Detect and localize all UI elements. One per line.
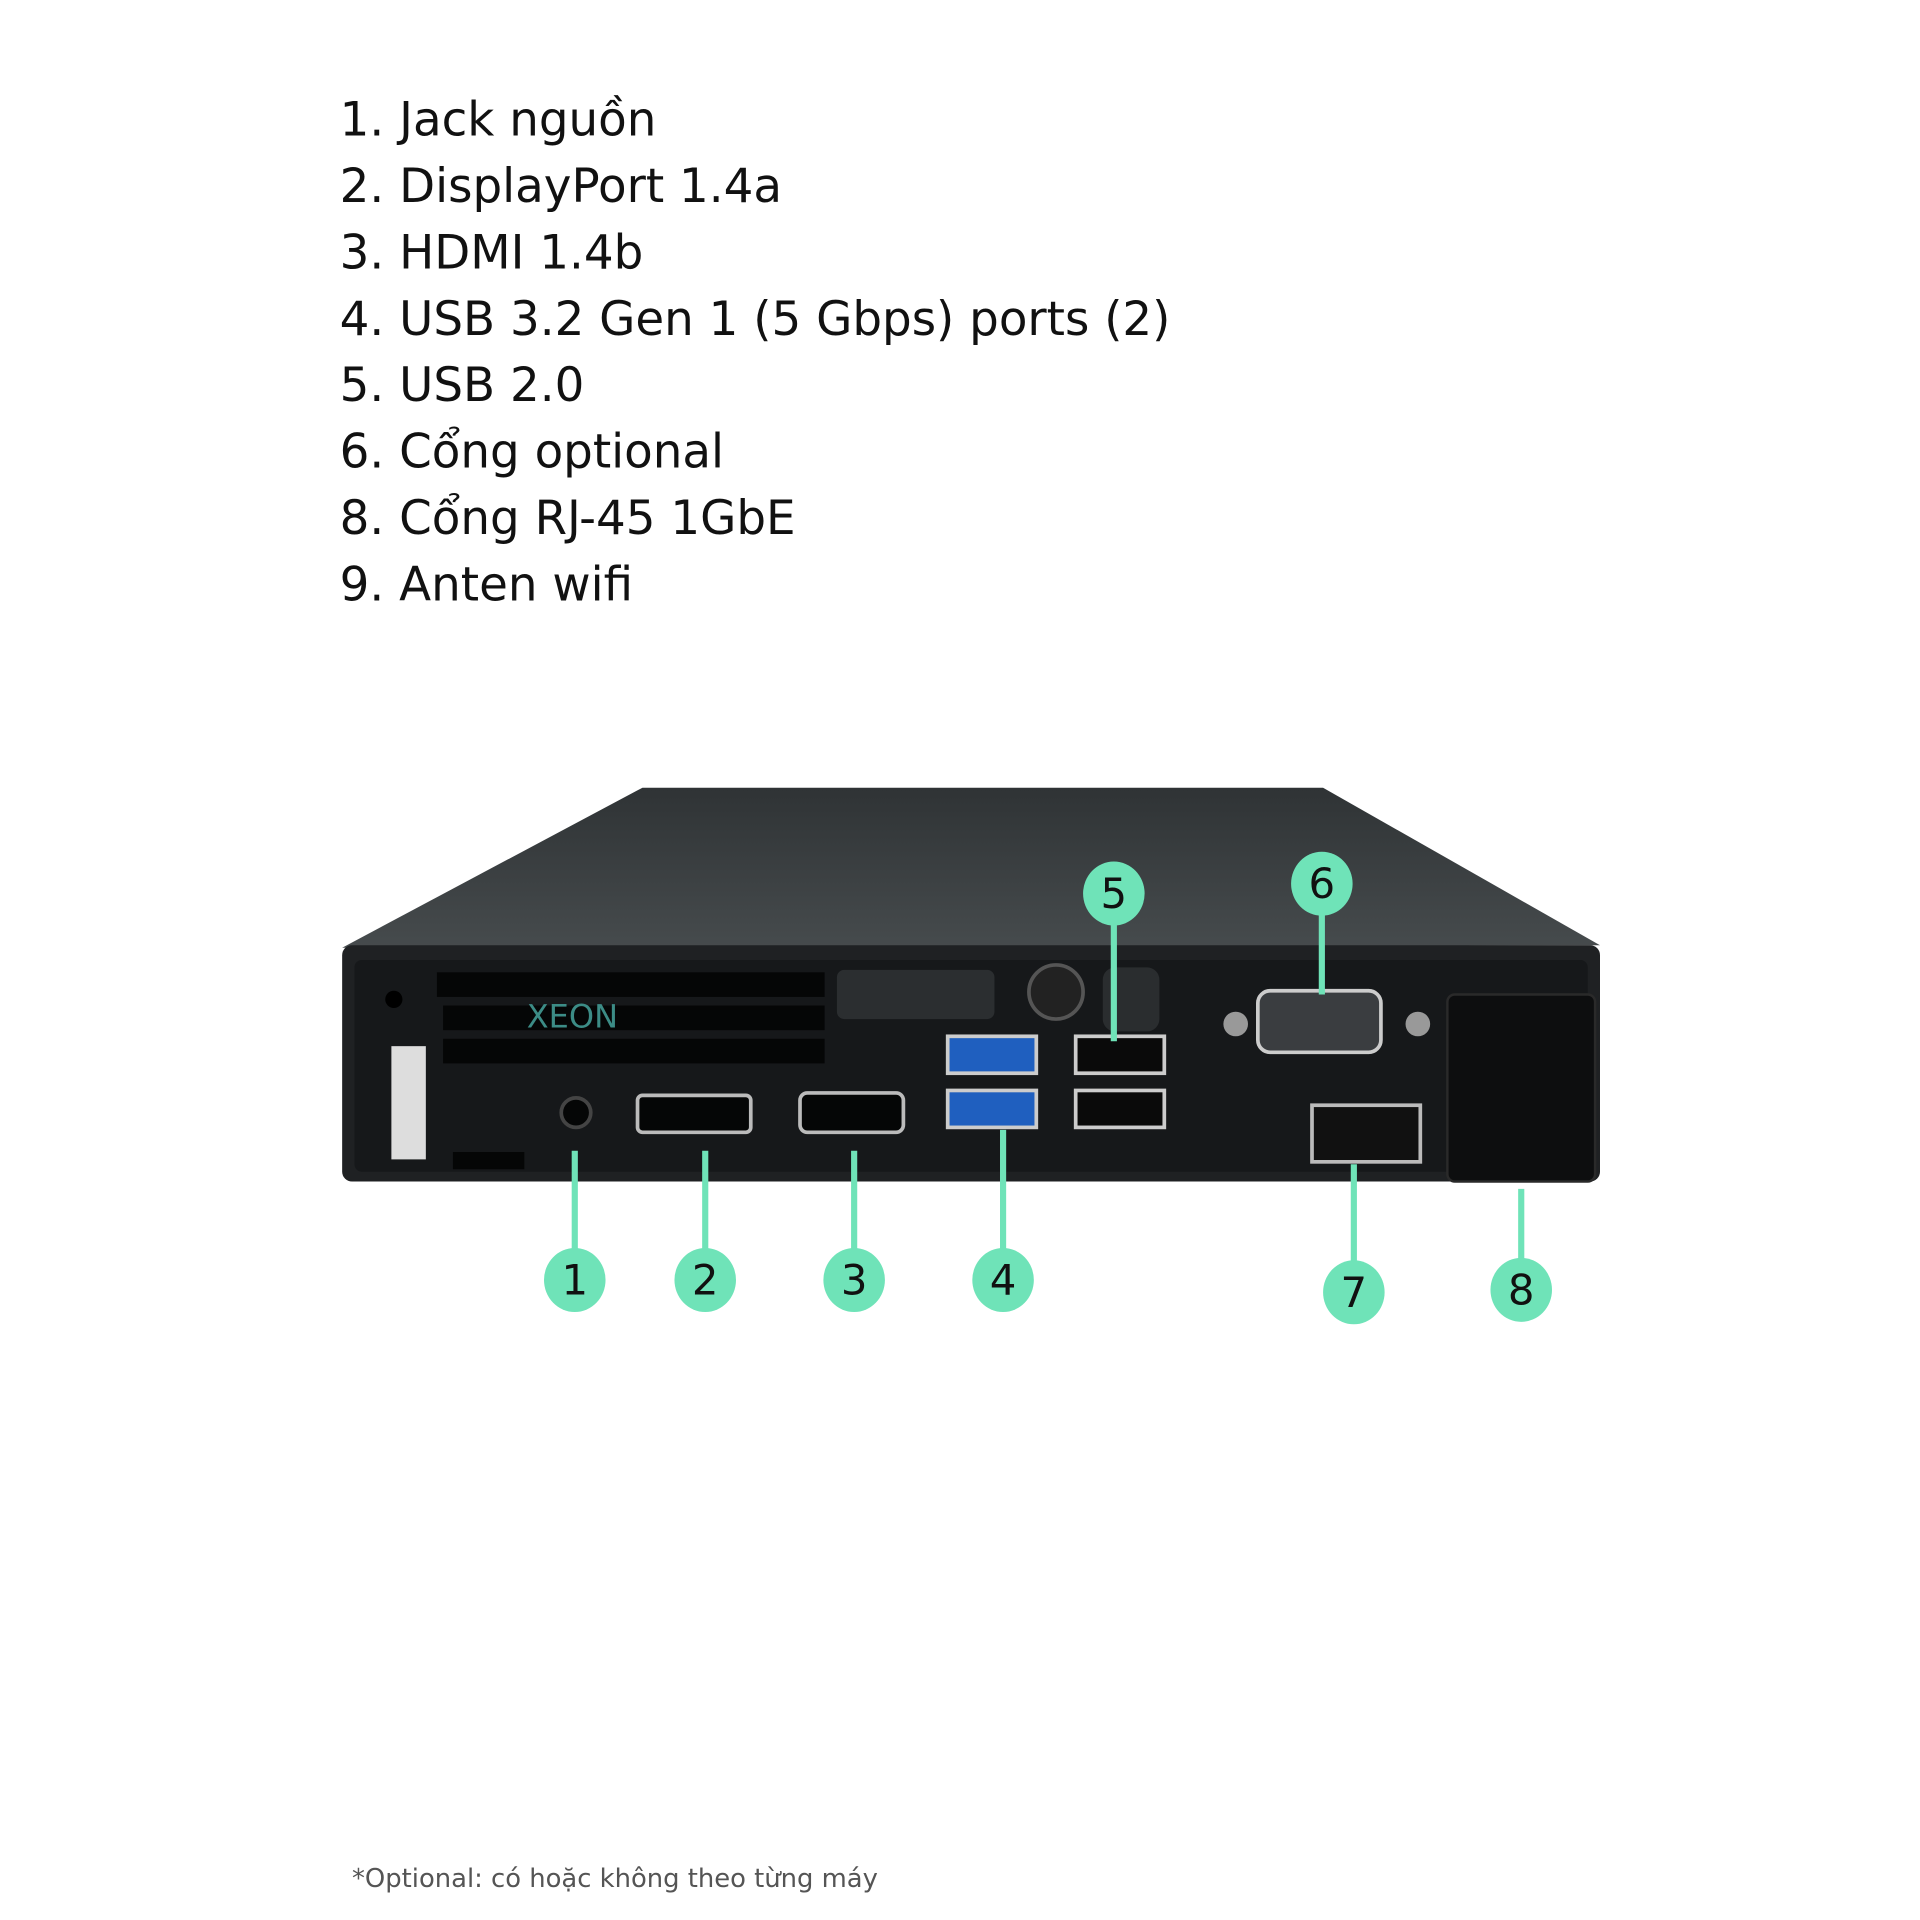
service-tag-label xyxy=(391,1046,426,1160)
callout-number: 5 xyxy=(1101,869,1128,918)
spec-item: 5. USB 2.0 xyxy=(340,359,585,413)
callout-number: 1 xyxy=(561,1255,588,1304)
spec-item: 6. Cổng optional xyxy=(340,426,724,480)
displayport xyxy=(635,1093,753,1135)
spec-item: 3. HDMI 1.4b xyxy=(340,226,644,280)
callouts xyxy=(544,851,1552,1325)
vga-port xyxy=(1256,988,1383,1055)
callout-number: 8 xyxy=(1508,1265,1535,1314)
mini-pc-image: XEON xyxy=(342,787,1601,1183)
callout-badge-1 xyxy=(544,1248,606,1312)
callout-number: 7 xyxy=(1341,1268,1368,1317)
usb3-port xyxy=(945,1034,1039,1076)
vent-grille xyxy=(436,972,825,1064)
footnote: *Optional: có hoặc không theo từng máy xyxy=(352,1864,878,1894)
power-jack xyxy=(559,1096,593,1130)
thumbscrew xyxy=(1027,963,1085,1021)
callout-badge-4 xyxy=(972,1248,1034,1312)
usb3-port xyxy=(945,1088,1039,1130)
bracket xyxy=(836,969,995,1020)
spec-item: 9. Anten wifi xyxy=(340,559,633,613)
callout-number: 4 xyxy=(990,1255,1017,1304)
chassis-top xyxy=(342,787,1601,948)
antenna-cap xyxy=(1446,993,1597,1183)
spec-item: 8. Cổng RJ-45 1GbE xyxy=(340,492,796,546)
rj45-port xyxy=(1310,1103,1423,1164)
usb2-port xyxy=(1073,1034,1167,1076)
spec-item: 4. USB 3.2 Gen 1 (5 Gbps) ports (2) xyxy=(340,293,1171,347)
callout-badge-5 xyxy=(1083,861,1145,926)
callout-number: 2 xyxy=(692,1255,719,1304)
usb2-port xyxy=(1073,1088,1167,1130)
callout-badge-8 xyxy=(1490,1257,1552,1322)
callout-numbers: 1 2 3 4 5 6 7 8 xyxy=(561,859,1534,1317)
callout-number: 6 xyxy=(1309,859,1336,908)
callout-badge-3 xyxy=(823,1248,885,1312)
spec-list: 1. Jack nguồn 2. DisplayPort 1.4a 3. HDM… xyxy=(340,93,1171,612)
watermark-logo: XEON xyxy=(527,998,618,1036)
callout-badge-7 xyxy=(1323,1260,1385,1325)
spec-item: 2. DisplayPort 1.4a xyxy=(340,160,782,214)
hdmi-port xyxy=(798,1091,906,1135)
callout-number: 3 xyxy=(841,1255,868,1304)
callout-badge-6 xyxy=(1291,851,1353,916)
spec-item: 1. Jack nguồn xyxy=(340,93,657,147)
callout-badge-2 xyxy=(674,1248,736,1312)
